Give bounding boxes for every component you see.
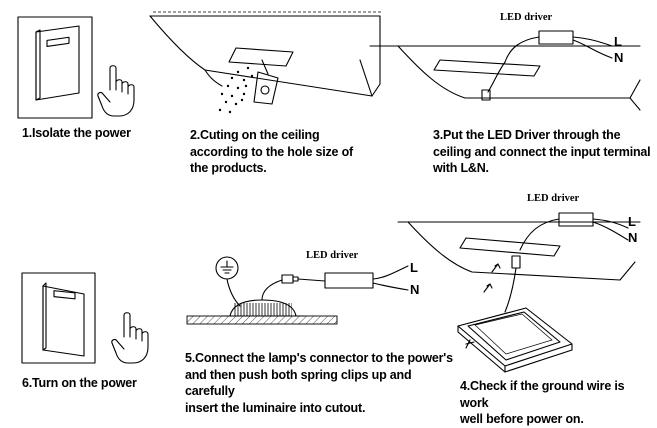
hole-saw-tool	[253, 59, 279, 105]
led-driver-box: LED driver	[306, 250, 374, 289]
quick-connector	[481, 89, 491, 101]
ceiling-slab	[149, 11, 382, 97]
step3-illustration: LED driver L N	[369, 12, 641, 111]
lamp-cable	[261, 279, 283, 301]
svg-text:L: L	[410, 260, 418, 275]
ceiling-cutout	[433, 59, 541, 77]
led-downlight	[221, 299, 305, 317]
step-6-caption: 6.Turn on the power	[22, 376, 137, 390]
ceiling-cutout	[459, 237, 561, 257]
driver-output-cable	[297, 278, 326, 282]
push-arrow	[491, 263, 501, 273]
svg-text:L: L	[614, 34, 622, 49]
led-driver-box: LED driver	[500, 12, 574, 45]
svg-text:N: N	[614, 50, 623, 65]
wall-switch-icon	[17, 16, 93, 119]
svg-text:LED driver: LED driver	[306, 250, 359, 261]
pointing-hand-icon	[111, 312, 149, 364]
step2-illustration	[149, 11, 382, 114]
step4-illustration: LED driver L N	[397, 193, 641, 373]
led-driver-box: LED driver	[527, 193, 594, 227]
step-5-caption: 5.Connect the lamp's connector to the po…	[185, 351, 453, 415]
svg-text:N: N	[628, 230, 637, 245]
input-wire-n	[372, 282, 409, 291]
ceiling-slab	[369, 45, 641, 111]
quick-connector	[511, 255, 521, 269]
step-4-caption: 4.Check if the ground wire is work well …	[460, 379, 625, 426]
quick-connector	[281, 274, 294, 284]
step5-illustration: LED driver L N	[186, 250, 419, 325]
input-wire-l	[372, 265, 409, 280]
ceiling-slab	[397, 221, 641, 281]
svg-text:L: L	[628, 214, 636, 229]
svg-text:N: N	[410, 282, 419, 297]
svg-text:LED driver: LED driver	[500, 12, 553, 23]
input-wire-l	[592, 218, 629, 229]
pointing-hand-icon	[97, 65, 135, 117]
led-downlight	[457, 307, 573, 373]
lamp-cable	[504, 267, 517, 313]
spring-clip	[465, 339, 475, 349]
push-arrow	[483, 283, 493, 293]
wall-switch-icon	[21, 272, 96, 364]
ceiling-board	[186, 315, 338, 325]
step6-illustration	[21, 272, 149, 364]
svg-text:LED driver: LED driver	[527, 193, 580, 204]
input-wire-l	[572, 36, 613, 47]
driver-output-cable	[504, 36, 540, 63]
input-wire-n	[592, 221, 629, 241]
step-1-caption: 1.Isolate the power	[22, 126, 131, 140]
step-2-caption: 2.Cuting on the ceiling according to the…	[190, 128, 353, 175]
cut-hole-outline	[228, 47, 294, 67]
input-wire-n	[572, 39, 613, 59]
step-3-caption: 3.Put the LED Driver through the ceiling…	[433, 128, 651, 175]
dust-particles	[218, 66, 254, 114]
lamp-cable	[487, 61, 506, 93]
step1-illustration	[17, 16, 135, 119]
ground-symbol-icon	[215, 256, 241, 307]
driver-output-cable	[519, 218, 560, 251]
